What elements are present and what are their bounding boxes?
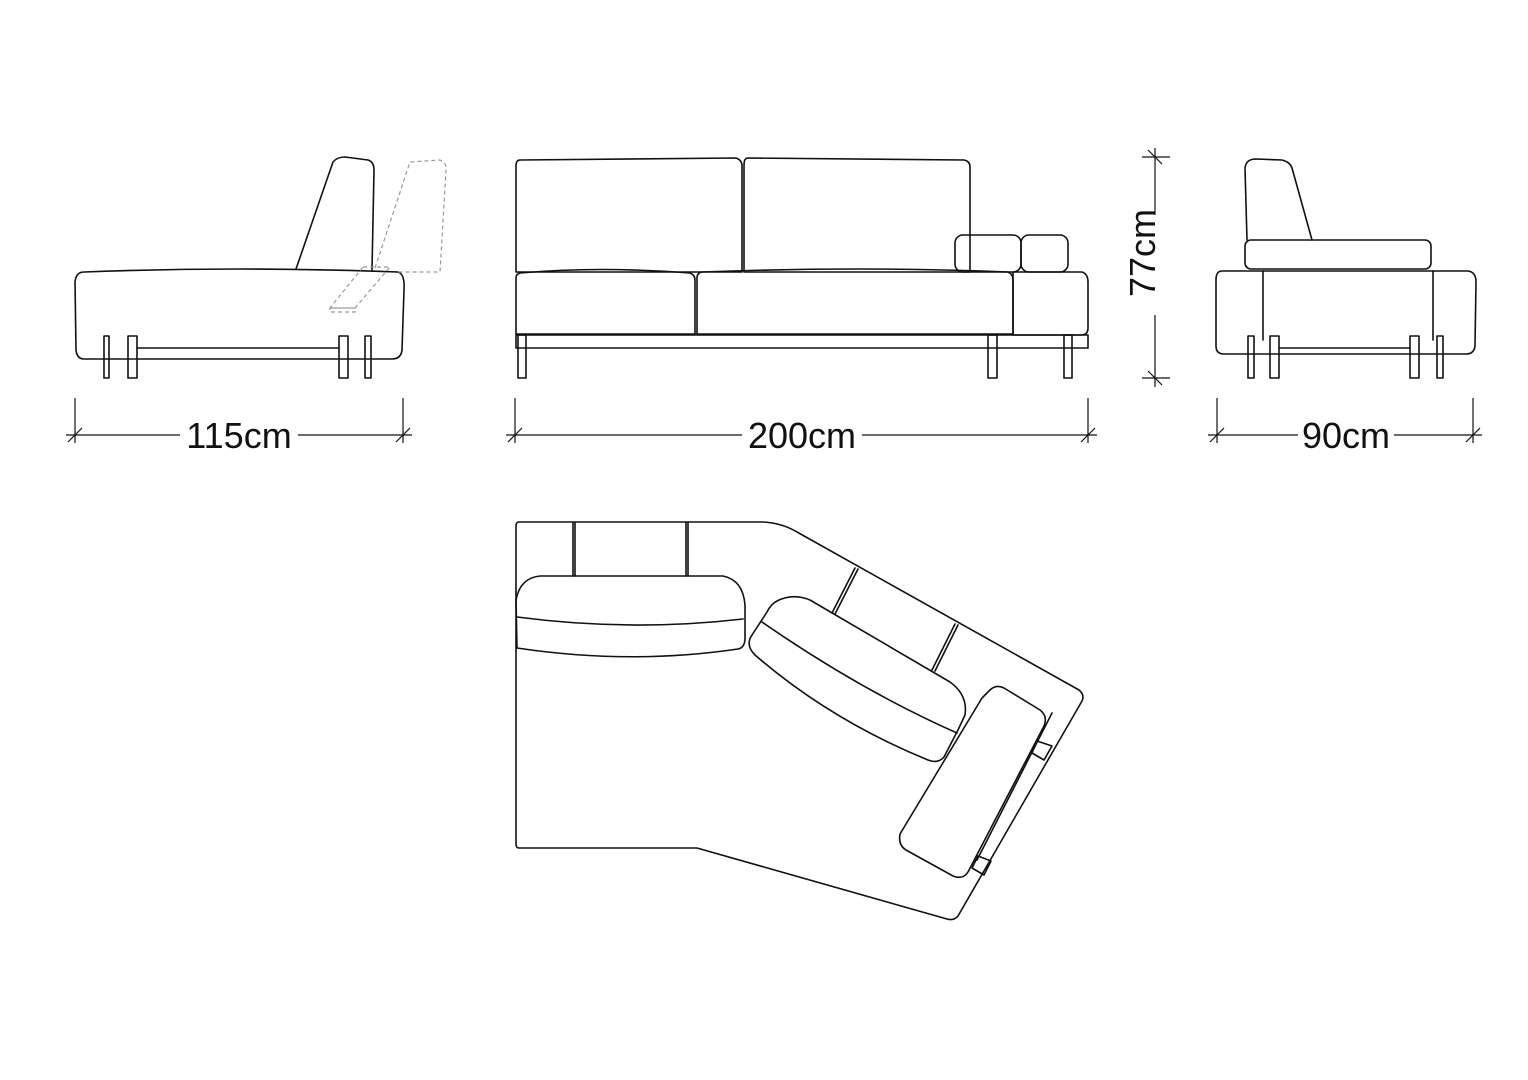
plan-seat-cushion-2-line xyxy=(761,621,958,734)
side-legs xyxy=(103,335,372,379)
plan-seat-cushion-2 xyxy=(748,595,967,763)
dimension-115: 115cm xyxy=(66,398,412,456)
front-seat-cushion-2 xyxy=(696,268,1014,335)
dimension-90: 90cm xyxy=(1208,398,1482,456)
front-base-rail xyxy=(515,334,1089,349)
plan-arm-bracket-1 xyxy=(1031,740,1053,761)
plan-view xyxy=(515,521,1084,921)
dimension-label-width: 200cm xyxy=(748,415,856,456)
side-view-right xyxy=(1215,158,1477,379)
right-legs xyxy=(1247,335,1444,379)
right-back-cushion xyxy=(1244,239,1432,270)
side-view-left xyxy=(74,156,447,379)
dimension-label-depth: 115cm xyxy=(186,415,291,456)
dimension-label-depth-right: 90cm xyxy=(1302,415,1390,456)
plan-seat-cushion-1-line xyxy=(516,616,744,626)
side-backrest xyxy=(295,156,375,271)
side-backrest-reclined xyxy=(374,159,447,273)
dimension-label-height: 77cm xyxy=(1122,209,1163,297)
right-seat xyxy=(1215,270,1477,355)
plan-arm-bracket-2 xyxy=(971,855,992,876)
front-seat-cushion-1 xyxy=(515,268,696,335)
front-armrest-block xyxy=(1012,271,1089,336)
right-backrest xyxy=(1244,158,1313,241)
front-view xyxy=(515,157,1089,379)
dimension-77: 77cm xyxy=(1122,148,1173,387)
plan-seat-cushion-1 xyxy=(515,575,746,658)
dimension-200: 200cm xyxy=(506,398,1097,456)
front-small-cushion-1 xyxy=(954,234,1022,273)
front-small-cushion-2 xyxy=(1020,234,1069,273)
side-seat xyxy=(74,268,405,360)
front-back-cushion-2 xyxy=(743,157,971,273)
side-hinge-mechanism xyxy=(328,266,392,313)
plan-outline xyxy=(515,521,1084,921)
front-legs xyxy=(517,334,1073,379)
plan-armrest-cushion xyxy=(898,685,1047,879)
front-back-cushion-1 xyxy=(515,157,743,273)
